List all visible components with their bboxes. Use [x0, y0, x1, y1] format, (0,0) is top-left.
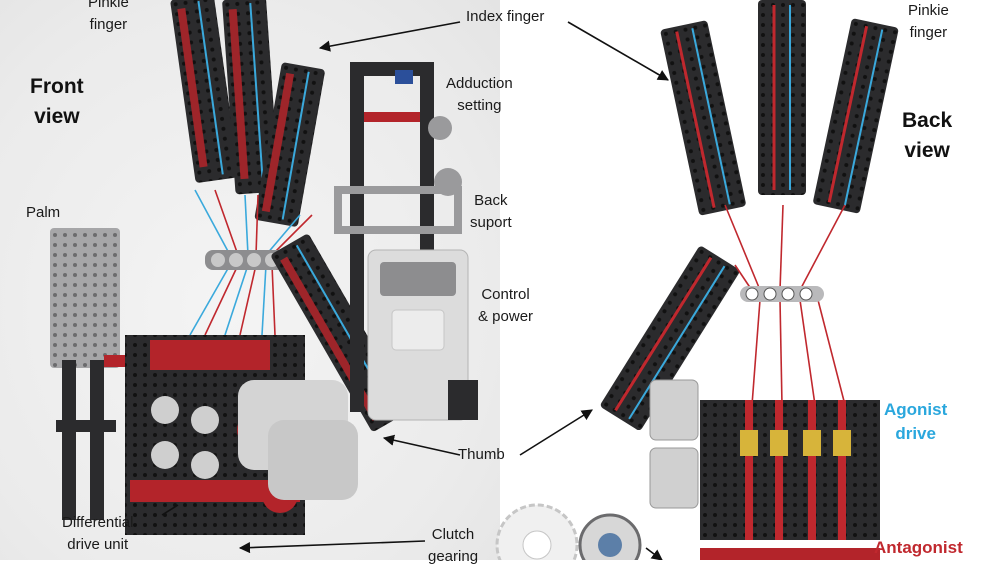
- back-drive-unit: [649, 379, 880, 560]
- back-cables: [724, 204, 846, 406]
- front-cables: [189, 189, 313, 336]
- back-middle-finger: [758, 0, 806, 195]
- back-support-tower: [334, 62, 462, 412]
- front-palm: [50, 228, 128, 520]
- label-index-finger: Index finger: [466, 8, 545, 25]
- back-thumb: [600, 246, 740, 431]
- differential-drive-unit: [125, 335, 358, 535]
- front-index-finger: [254, 62, 325, 227]
- back-pinkie-finger: [813, 18, 899, 214]
- back-index-finger: [660, 20, 746, 216]
- front-ring-finger: [222, 0, 280, 195]
- control-power-brick: [367, 249, 478, 421]
- label-antagonist-drive: Antagonist: [874, 538, 963, 557]
- label-thumb: Thumb: [458, 446, 505, 463]
- front-pulley-block: [205, 250, 285, 270]
- pointer-arrows: [161, 21, 669, 560]
- label-palm: Palm: [26, 204, 61, 221]
- clutch-gears: [495, 503, 642, 560]
- label-control-power: Control& power: [478, 286, 534, 325]
- back-pulley-block: [740, 286, 824, 302]
- front-pinkie-finger: [170, 0, 239, 183]
